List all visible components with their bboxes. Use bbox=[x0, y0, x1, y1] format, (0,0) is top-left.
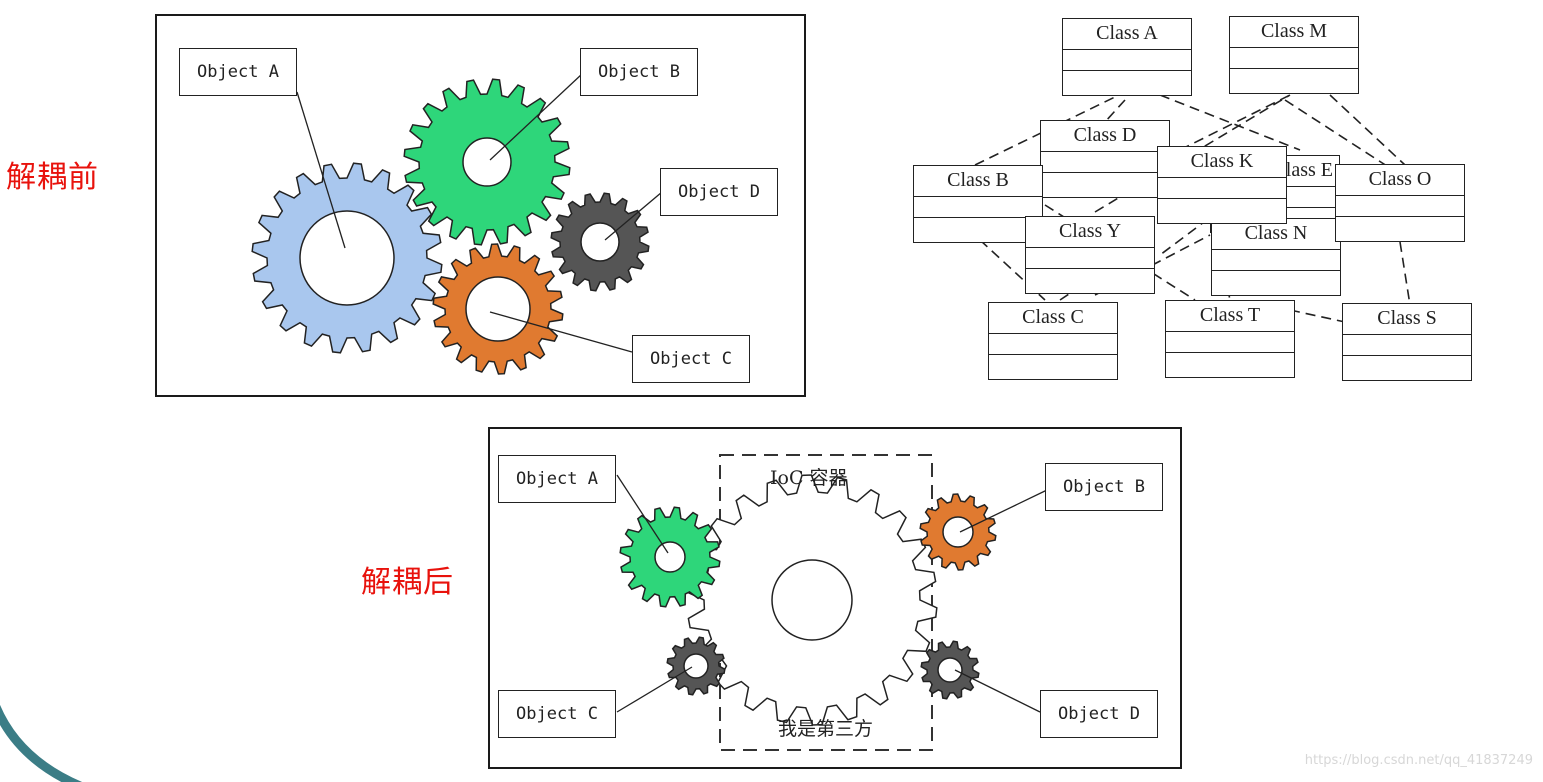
gear-gray-object-d bbox=[550, 192, 650, 292]
class-o-box: Class O bbox=[1335, 164, 1465, 242]
class-s-label: Class S bbox=[1343, 304, 1471, 335]
class-t-label: Class T bbox=[1166, 301, 1294, 332]
pointer-line-ioc-object-a bbox=[616, 474, 669, 554]
gear-green-object-b bbox=[403, 78, 571, 246]
object-b-box: Object B bbox=[580, 48, 698, 96]
watermark: https://blog.csdn.net/qq_41837249 bbox=[1304, 753, 1533, 768]
before-label: 解耦前 bbox=[6, 160, 99, 195]
gear-hole bbox=[937, 657, 963, 683]
gear-hole bbox=[299, 210, 395, 306]
pointer-line-ioc-object-c bbox=[616, 666, 693, 713]
pointer-line-ioc-object-d bbox=[954, 669, 1041, 713]
class-s-box: Class S bbox=[1342, 303, 1472, 381]
gear-gray-object-d bbox=[920, 640, 980, 700]
ioc-container-gear bbox=[686, 474, 938, 726]
pointer-line-object-c bbox=[489, 311, 633, 353]
class-t-box: Class T bbox=[1165, 300, 1295, 378]
ioc-object-b-box: Object B bbox=[1045, 463, 1163, 511]
class-n-label: Class N bbox=[1212, 219, 1340, 250]
gear-hole bbox=[771, 559, 853, 641]
class-c-label: Class C bbox=[989, 303, 1117, 334]
gear-hole bbox=[683, 653, 709, 679]
after-label: 解耦后 bbox=[361, 565, 454, 600]
object-c-box: Object C bbox=[632, 335, 750, 383]
ioc-object-d-box: Object D bbox=[1040, 690, 1158, 738]
pointer-line-object-b bbox=[489, 73, 583, 161]
gear-hole bbox=[462, 137, 512, 187]
class-n-box: Class N bbox=[1211, 218, 1341, 296]
class-c-box: Class C bbox=[988, 302, 1118, 380]
gear-gray-object-c bbox=[666, 636, 726, 696]
class-y-label: Class Y bbox=[1026, 217, 1154, 248]
object-d-box: Object D bbox=[660, 168, 778, 216]
object-a-box: Object A bbox=[179, 48, 297, 96]
gear-hole bbox=[465, 276, 531, 342]
class-o-label: Class O bbox=[1336, 165, 1464, 196]
class-m-box: Class M bbox=[1229, 16, 1359, 94]
class-k-box: Class K bbox=[1157, 146, 1287, 224]
gear-green-object-a bbox=[619, 506, 721, 608]
gear-blue-object-a bbox=[251, 162, 443, 354]
gear-hole bbox=[654, 541, 686, 573]
ioc-container-footer: 我是第三方 bbox=[778, 718, 874, 740]
gear-orange-object-c bbox=[432, 243, 564, 375]
class-y-box: Class Y bbox=[1025, 216, 1155, 294]
class-d-box: Class D bbox=[1040, 120, 1170, 198]
class-d-label: Class D bbox=[1041, 121, 1169, 152]
pointer-line-object-d bbox=[604, 191, 663, 241]
class-b-box: Class B bbox=[913, 165, 1043, 243]
gear-hole bbox=[580, 222, 620, 262]
class-k-label: Class K bbox=[1158, 147, 1286, 178]
ioc-object-a-box: Object A bbox=[498, 455, 616, 503]
class-m-label: Class M bbox=[1230, 17, 1358, 48]
pointer-line-object-a bbox=[296, 91, 346, 249]
pointer-line-ioc-object-b bbox=[959, 489, 1048, 533]
gear-hole bbox=[942, 516, 974, 548]
class-b-label: Class B bbox=[914, 166, 1042, 197]
ioc-object-c-box: Object C bbox=[498, 690, 616, 738]
class-a-label: Class A bbox=[1063, 19, 1191, 50]
gear-orange-object-b bbox=[919, 493, 997, 571]
class-a-box: Class A bbox=[1062, 18, 1192, 96]
ioc-container-title: IoC 容器 bbox=[770, 467, 848, 489]
